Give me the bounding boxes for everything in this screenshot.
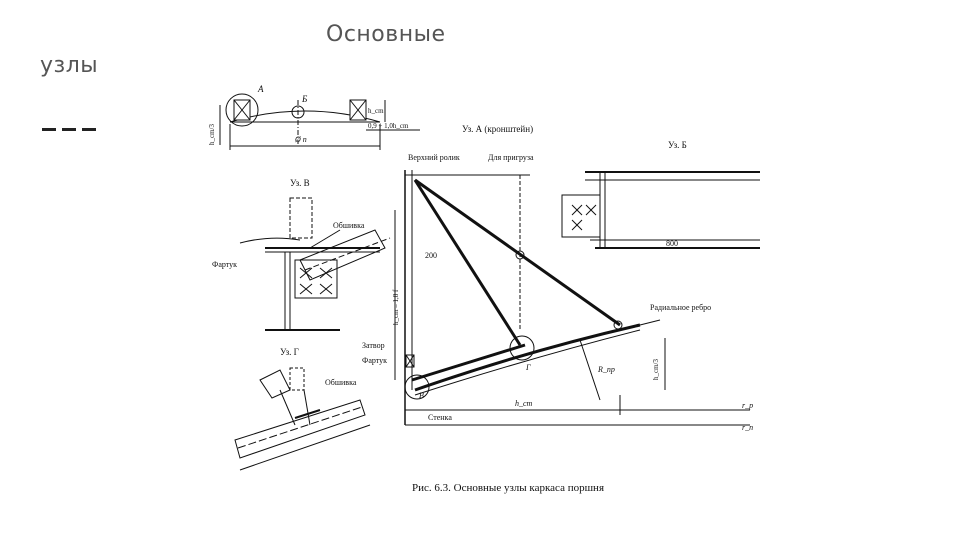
overview-height-label: h_cm/3	[208, 124, 216, 145]
node-a-apron: Фартук	[362, 356, 387, 365]
slide-title-line2: узлы	[40, 53, 99, 78]
dash-segment	[42, 128, 56, 131]
node-a-weight: Для пригруза	[488, 153, 534, 162]
node-a-dim-200: 200	[425, 251, 437, 260]
dash-segment	[82, 128, 96, 131]
node-b-title: Уз. Б	[668, 140, 687, 150]
node-v-apron: Фартук	[212, 260, 237, 269]
overview-label-a: А	[257, 84, 264, 94]
node-v-sheathing: Обшивка	[333, 221, 365, 230]
figure-caption: Рис. 6.3. Основные узлы каркаса поршня	[412, 482, 605, 494]
node-a-wall: Стенка	[428, 413, 452, 422]
node-a-bracket	[394, 170, 750, 426]
slide-title-line1: Основные	[326, 22, 446, 47]
node-a-h-label: h_cm	[515, 399, 533, 408]
node-v-title: Уз. В	[290, 178, 310, 188]
callout-circle-a	[225, 93, 259, 127]
node-g-sheathing: Обшивка	[325, 378, 357, 387]
overview-diameter: Ø п	[294, 135, 307, 144]
node-a-h-third: h_cm/3	[652, 359, 660, 380]
node-a-g-label: Г	[525, 363, 531, 372]
node-a-rn: r_п	[742, 423, 753, 432]
node-g-detail	[234, 367, 371, 471]
overview-h-label: h_cm	[368, 107, 384, 115]
callout-circle-g	[509, 335, 535, 361]
node-a-shutter: Затвор	[362, 341, 385, 350]
dash-segment	[62, 128, 76, 131]
callout-circle-v	[404, 374, 430, 400]
technical-drawing: А Б h_cm/3 h_cm Ø п 0,9 ÷ 1,0h_cm Уз. А …	[208, 84, 760, 471]
node-a-height-label: h_cm – 1,8 f	[392, 289, 400, 325]
node-b-dim-800: 800	[666, 239, 678, 248]
node-a-r-label: R_пр	[597, 365, 615, 374]
overview-label-b: Б	[301, 94, 308, 104]
node-g-title: Уз. Г	[280, 347, 299, 357]
node-a-rp: r_p	[742, 401, 753, 410]
node-a-title: Уз. А (кронштейн)	[462, 124, 533, 134]
node-a-v-label: В	[419, 391, 424, 400]
overview-offset: 0,9 ÷ 1,0h_cm	[368, 122, 409, 130]
decorative-dash-divider	[42, 128, 96, 131]
node-v-detail	[239, 197, 391, 331]
node-a-radial-rib: Радиальное ребро	[650, 303, 711, 312]
node-b-detail	[561, 171, 760, 249]
overview-sketch	[219, 93, 420, 150]
node-a-top-roller: Верхний ролик	[408, 153, 460, 162]
